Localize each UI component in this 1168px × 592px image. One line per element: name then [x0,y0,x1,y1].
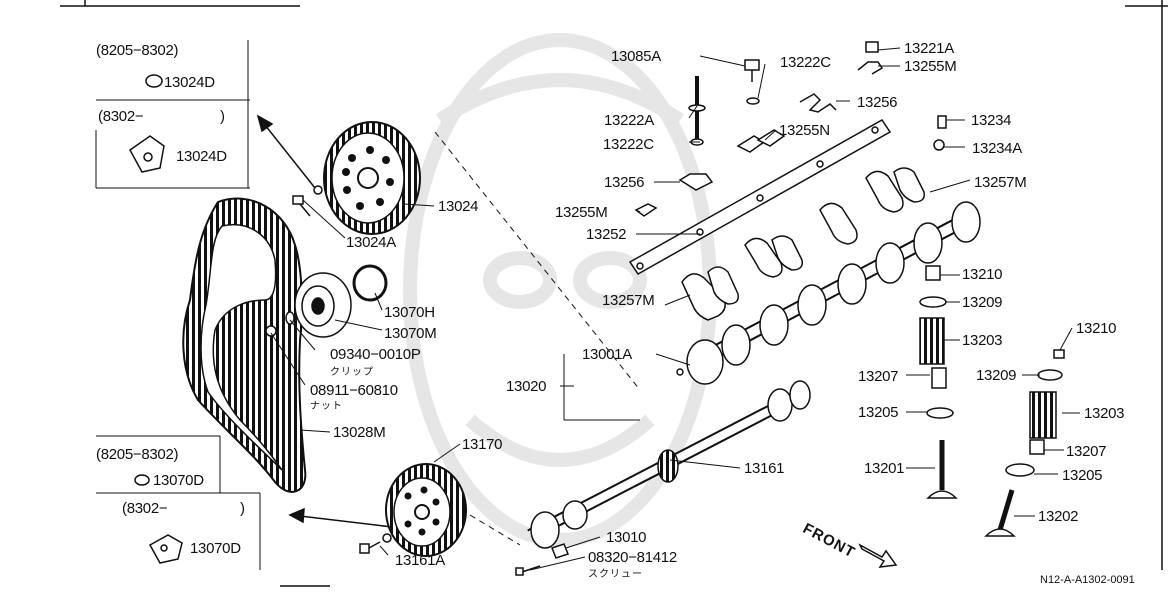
timing-belt [182,197,307,493]
frame-lines [60,0,1168,587]
part-label-08320: 08320−81412 [588,549,677,566]
part-label-13070H: 13070H [384,304,435,321]
variant-top-late-range: (8302− [98,108,144,125]
diagram-code: N12-A-A1302-0091 [1040,574,1135,586]
part-label-13207-b: 13207 [1066,443,1107,460]
variant-top-late-close: ) [220,108,225,125]
part-label-13001A: 13001A [582,346,632,363]
part-label-13203-a: 13203 [962,332,1003,349]
part-label-13205-a: 13205 [858,404,899,421]
rocker-arms [681,167,926,321]
part-label-13024: 13024 [438,198,479,215]
variant-top-late-part: 13024D [176,148,227,165]
cam-sprocket [323,121,421,235]
part-label-13202: 13202 [1038,508,1079,525]
part-label-13256-top: 13256 [857,94,898,111]
part-label-13222C-top: 13222C [780,54,831,71]
part-label-13010: 13010 [606,529,647,546]
part-label-13252: 13252 [586,226,627,243]
variant-bottom-late-range: (8302− [122,500,168,517]
valve-spring-stack-a [919,265,958,499]
variant-arrows [256,114,393,528]
part-label-13028M: 13028M [333,424,386,441]
part-label-13209-b: 13209 [976,367,1017,384]
part-label-13222A: 13222A [604,112,654,129]
alignment-lines [434,131,641,546]
sprocket-bolt-13024A [292,185,323,217]
variant-bottom-late-part: 13070D [190,540,241,557]
jack-shaft [527,380,811,549]
leader-lines [95,40,1080,571]
part-label-13234: 13234 [971,112,1012,129]
part-label-13161A: 13161A [395,552,445,569]
part-label-13024A: 13024A [346,234,396,251]
part-label-13070M: 13070M [384,325,437,342]
shaft-hardware [634,41,947,217]
part-label-13203-b: 13203 [1084,405,1125,422]
part-label-13256-mid: 13256 [604,174,645,191]
belt-tensioner [265,264,388,338]
aux-sprocket [385,463,467,557]
camshaft [676,201,981,385]
part-label-13205-b: 13205 [1062,467,1103,484]
part-label-13170: 13170 [462,436,503,453]
part-label-13255M-mid: 13255M [555,204,608,221]
variant-top-early-part: 13024D [164,74,215,91]
part-label-13222C-mid: 13222C [603,136,654,153]
part-label-13161: 13161 [744,460,785,477]
part-label-13210-b: 13210 [1076,320,1117,337]
part-label-13201: 13201 [864,460,905,477]
part-label-13221A: 13221A [904,40,954,57]
part-label-13255M-top: 13255M [904,58,957,75]
part-label-13020: 13020 [506,378,547,395]
variant-bottom-early-part: 13070D [153,472,204,489]
variant-icons [129,74,183,564]
sprocket-bolt-13161A [359,533,392,554]
variant-top-early-range: (8205−8302) [96,42,179,59]
part-label-13257M-left: 13257M [602,292,655,309]
part-note-nut: ナット [310,401,343,412]
part-label-13207-a: 13207 [858,368,899,385]
part-label-13209-a: 13209 [962,294,1003,311]
part-note-clip: クリップ [330,367,374,378]
part-note-screw: スクリュー [588,569,643,580]
front-arrow [858,543,898,568]
part-label-13257M-right: 13257M [974,174,1027,191]
variant-bottom-late-close: ) [240,500,245,517]
valve-spring-stack-b [984,349,1065,537]
part-label-13210-a: 13210 [962,266,1003,283]
lock-plate-13010 [515,543,569,576]
variant-bottom-early-range: (8205−8302) [96,446,179,463]
part-label-13255N: 13255N [779,122,830,139]
part-label-09340: 09340−0010P [330,346,421,363]
part-label-08911: 08911−60810 [310,382,398,399]
part-label-13085A: 13085A [611,48,661,65]
part-label-13234A: 13234A [972,140,1022,157]
rocker-shaft [628,119,892,275]
